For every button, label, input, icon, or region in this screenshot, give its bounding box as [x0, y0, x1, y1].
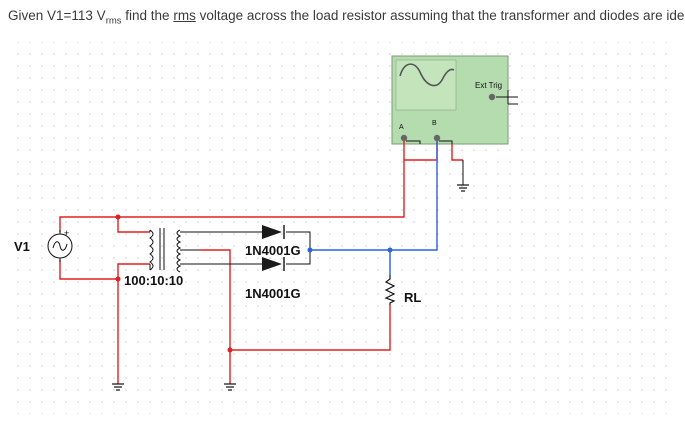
junction-dot-cathode	[307, 247, 313, 253]
transformer-label: 100:10:10	[124, 273, 183, 288]
workspace-grid	[14, 42, 674, 414]
plus-sign: +	[64, 228, 69, 238]
junction-dots	[115, 214, 233, 353]
blue-wires	[310, 141, 438, 275]
scope-trigger-label: Ext Trig	[475, 81, 502, 90]
ac-source-v1[interactable]: +	[47, 228, 73, 262]
sine-wave-icon	[399, 63, 455, 87]
question-prefix: Given V1=113 V	[8, 8, 106, 23]
oscilloscope[interactable]: Ext Trig A B	[391, 55, 509, 145]
ext-trig-lead	[496, 90, 518, 105]
junction-dot-blue	[387, 247, 393, 253]
question-underlined: rms	[173, 8, 196, 23]
diode1-label: 1N4001G	[245, 243, 301, 258]
ground-icon	[224, 383, 236, 391]
scope-screen	[395, 59, 457, 111]
transformer[interactable]	[149, 228, 182, 273]
question-subscript: rms	[105, 15, 122, 27]
ground-icon	[457, 184, 469, 192]
ground-icon	[112, 383, 124, 391]
channel-a-minus-lead	[406, 140, 421, 144]
question-suffix: voltage across the load resistor assumin…	[195, 8, 685, 23]
ac-wave-icon	[52, 241, 68, 251]
scope-channel-b-label: B	[432, 120, 437, 127]
load-label: RL	[404, 290, 421, 305]
load-resistor[interactable]	[384, 275, 396, 305]
ext-trig-terminal[interactable]	[488, 93, 496, 101]
diode2-label: 1N4001G	[245, 286, 301, 301]
channel-b-minus-lead	[439, 140, 453, 144]
diode-d1[interactable]	[262, 225, 285, 239]
question-middle: find the	[121, 8, 174, 23]
channel-b-terminal[interactable]	[433, 134, 441, 142]
channel-a-terminal[interactable]	[400, 134, 408, 142]
source-label: V1	[14, 239, 30, 254]
diode-d2[interactable]	[262, 257, 285, 271]
question-text: Given V1=113 Vrms find the rms voltage a…	[8, 8, 685, 27]
scope-channel-a-label: A	[399, 124, 404, 131]
